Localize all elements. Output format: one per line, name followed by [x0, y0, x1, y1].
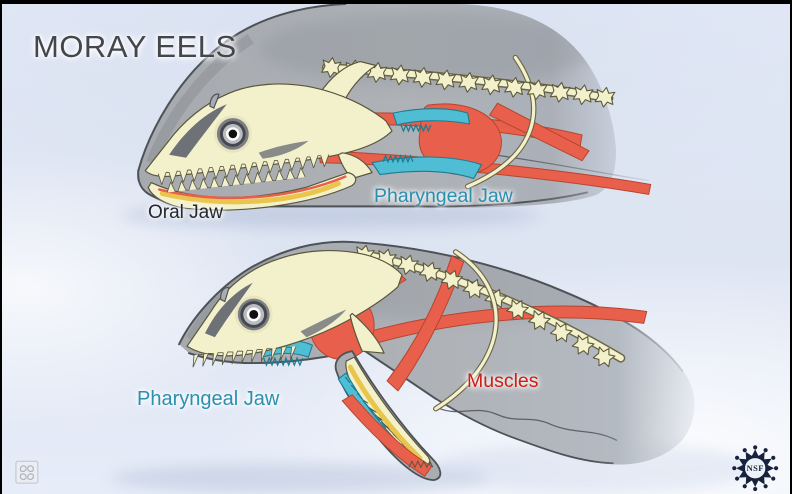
soft-shadows	[111, 202, 754, 494]
top-eel-skull	[144, 60, 393, 211]
bottom-eel-skull	[186, 249, 403, 368]
top-eel-figure	[136, 4, 652, 211]
nsf-logo-text: NSF	[747, 463, 764, 473]
bottom-eel-figure	[178, 240, 695, 482]
pharyngeal-jaw-label-top: Pharyngeal Jaw	[374, 185, 513, 207]
pharyngeal-jaw-label-bottom: Pharyngeal Jaw	[137, 388, 280, 410]
bottom-eel-hyoid-bone	[433, 249, 499, 412]
bottom-eel-eye	[234, 295, 273, 334]
top-eel-nostril-tube	[209, 93, 220, 110]
page-title: MORAY EELS	[33, 29, 237, 64]
top-eel-eye	[213, 115, 252, 153]
anatomy-illustration: NSF	[15, 4, 779, 494]
top-eel-pharyngeal-jaw	[371, 108, 483, 180]
oral-jaw-label: Oral Jaw	[148, 202, 223, 223]
bottom-eel-lower-jaw	[334, 350, 442, 482]
ornament-icon	[15, 460, 39, 484]
top-eel-hyoid-bone	[464, 54, 537, 190]
muscles-label: Muscles	[467, 370, 539, 392]
nsf-logo-icon: NSF	[732, 445, 779, 492]
bottom-eel-nostril-tube	[220, 286, 230, 303]
